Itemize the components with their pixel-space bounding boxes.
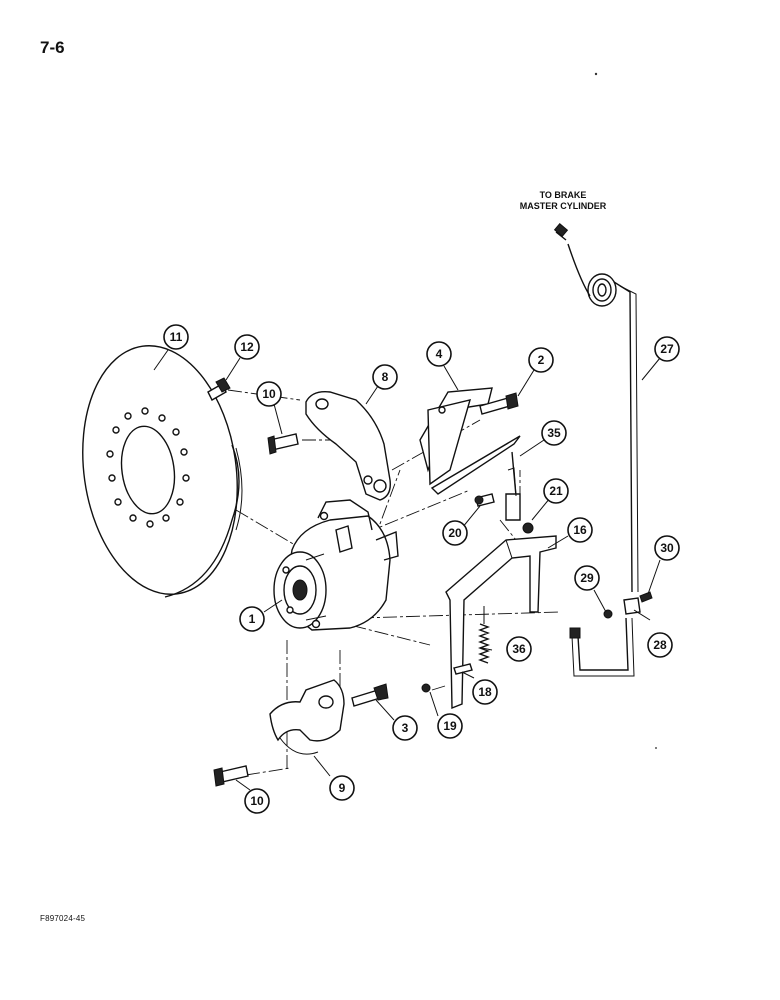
callout-label: 10 [250, 794, 264, 808]
callout-label: 20 [448, 526, 462, 540]
brake-line [553, 223, 639, 593]
callout-35: 35 [541, 420, 567, 446]
fitting-and-tube [569, 597, 641, 677]
callout-20: 20 [442, 520, 468, 546]
callout-label: 9 [339, 781, 346, 795]
callout-label: 16 [573, 523, 587, 537]
callout-label: 12 [240, 340, 254, 354]
callout-label: 8 [382, 370, 389, 384]
callout-label: 1 [249, 612, 256, 626]
callout-3: 3 [392, 715, 418, 741]
callout-label: 21 [549, 484, 563, 498]
callout-16: 16 [567, 517, 593, 543]
callout-label: 4 [436, 347, 443, 361]
disc-bolt-holes [106, 407, 190, 528]
callout-28: 28 [647, 632, 673, 658]
upper-bracket [305, 391, 391, 501]
caption-line-2: MASTER CYLINDER [519, 201, 607, 211]
callout-label: 11 [170, 330, 183, 344]
callout-8: 8 [372, 364, 398, 390]
callout-9: 9 [329, 775, 355, 801]
switch-plate [430, 435, 521, 521]
return-spring [478, 606, 490, 664]
figure-code: F897024-45 [40, 914, 86, 923]
callout-label: 19 [443, 719, 457, 733]
callout-12: 12 [234, 334, 260, 360]
callout-18: 18 [472, 679, 498, 705]
callout-4: 4 [426, 341, 452, 367]
callout-label: 27 [660, 342, 674, 356]
brake-disc [82, 345, 243, 598]
callout-label: 3 [402, 721, 409, 735]
callout-36: 36 [506, 636, 532, 662]
print-speck [655, 747, 657, 749]
callout-label: 10 [262, 387, 276, 401]
lower-bracket [269, 679, 345, 755]
callout-30: 30 [654, 535, 680, 561]
caption-line-1: TO BRAKE [539, 190, 587, 200]
callout-label: 30 [660, 541, 674, 555]
callout-label: 18 [478, 685, 492, 699]
shield-plate [419, 387, 493, 486]
callout-2: 2 [528, 347, 554, 373]
callout-29: 29 [574, 565, 600, 591]
callout-label: 35 [547, 426, 561, 440]
callout-label: 28 [653, 638, 667, 652]
print-speck [594, 72, 598, 76]
callout-label: 29 [580, 571, 594, 585]
callout-1: 1 [239, 606, 265, 632]
callout-10-lower: 10 [244, 788, 270, 814]
callout-19: 19 [437, 713, 463, 739]
callout-label: 36 [512, 642, 526, 656]
callout-label: 2 [538, 353, 545, 367]
pedal-arm [445, 535, 557, 710]
brake-line-caption: TO BRAKE MASTER CYLINDER [500, 190, 626, 212]
callout-27: 27 [654, 336, 680, 362]
leader-lines [153, 349, 661, 791]
page-number: 7-6 [40, 38, 65, 57]
callout-10-upper: 10 [256, 381, 282, 407]
callout-21: 21 [543, 478, 569, 504]
fasteners [207, 377, 653, 787]
callout-11: 11 [163, 324, 189, 350]
brake-caliper [273, 499, 399, 631]
